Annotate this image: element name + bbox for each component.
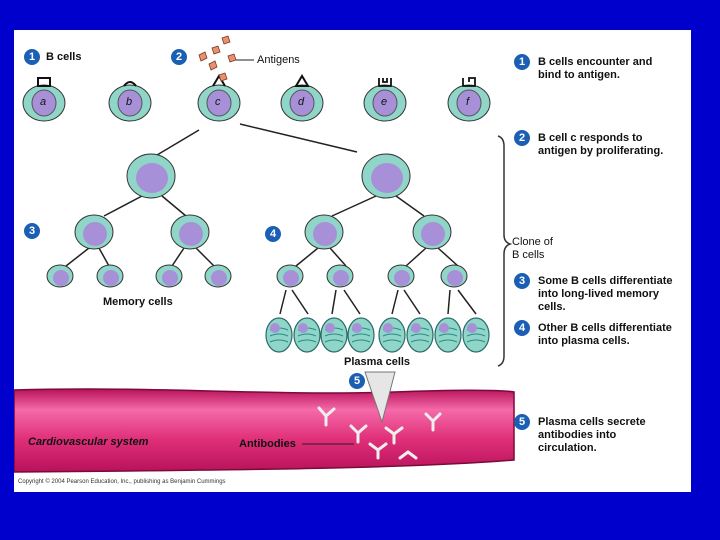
step-text-3: Some B cells differentiate into long-liv… [538, 275, 708, 314]
step-3-line-2: into long-lived memory [538, 288, 708, 301]
b-cells-label: B cells [46, 51, 81, 64]
step-text-5: Plasma cells secrete antibodies into cir… [538, 416, 708, 455]
step-3-line-3: cells. [538, 301, 708, 314]
level3-right-cells [277, 265, 467, 287]
initial-b-cells [23, 76, 490, 121]
copyright-text: Copyright © 2004 Pearson Education, Inc.… [18, 479, 226, 485]
step-marker-1: 1 [514, 54, 530, 70]
plasma-cell-group [266, 318, 489, 352]
step-marker-5: 5 [514, 414, 530, 430]
proliferating-cell-right [362, 154, 410, 198]
cell-letter-b: b [126, 96, 132, 109]
level2-cells [75, 215, 451, 249]
arrows [66, 124, 476, 314]
cell-letter-e: e [381, 96, 387, 109]
diagram-marker-1: 1 [24, 49, 40, 65]
memory-cells-label: Memory cells [103, 296, 173, 309]
cell-letter-c: c [215, 96, 221, 109]
diagram-marker-5: 5 [349, 373, 365, 389]
step-1-line-2: bind to antigen. [538, 69, 708, 82]
plasma-cells-label: Plasma cells [344, 356, 410, 369]
step-4-line-2: into plasma cells. [538, 335, 708, 348]
proliferating-cell-left [127, 154, 175, 198]
step-marker-4: 4 [514, 320, 530, 336]
clone-label-line2: B cells [512, 249, 544, 262]
step-2-line-2: antigen by proliferating. [538, 145, 708, 158]
step-3-line-1: Some B cells differentiate [538, 275, 708, 288]
step-1-line-1: B cells encounter and [538, 56, 708, 69]
step-text-2: B cell c responds to antigen by prolifer… [538, 132, 708, 158]
cell-letter-f: f [466, 96, 469, 109]
cardiovascular-label: Cardiovascular system [28, 436, 148, 449]
step-marker-3: 3 [514, 273, 530, 289]
clone-label-line1: Clone of [512, 236, 553, 249]
antigens-label: Antigens [257, 54, 300, 67]
cell-letter-d: d [298, 96, 304, 109]
figure-panel: a b c d e f 1 B cells 2 Antigens 3 4 5 M… [14, 30, 691, 492]
diagram-marker-2: 2 [171, 49, 187, 65]
step-5-line-2: antibodies into [538, 429, 708, 442]
memory-cell-group [47, 265, 231, 287]
step-5-line-1: Plasma cells secrete [538, 416, 708, 429]
level2-nuclei [83, 222, 445, 246]
step-5-line-3: circulation. [538, 442, 708, 455]
antigen-particles [199, 36, 236, 81]
step-marker-2: 2 [514, 130, 530, 146]
diagram-marker-4: 4 [265, 226, 281, 242]
diagram-marker-3: 3 [24, 223, 40, 239]
step-text-1: B cells encounter and bind to antigen. [538, 56, 708, 82]
step-4-line-1: Other B cells differentiate [538, 322, 708, 335]
antibodies-label: Antibodies [239, 438, 296, 451]
clone-bracket [498, 136, 510, 366]
step-2-line-1: B cell c responds to [538, 132, 708, 145]
cell-letter-a: a [40, 96, 46, 109]
step-text-4: Other B cells differentiate into plasma … [538, 322, 708, 348]
blood-vessel [14, 389, 514, 472]
